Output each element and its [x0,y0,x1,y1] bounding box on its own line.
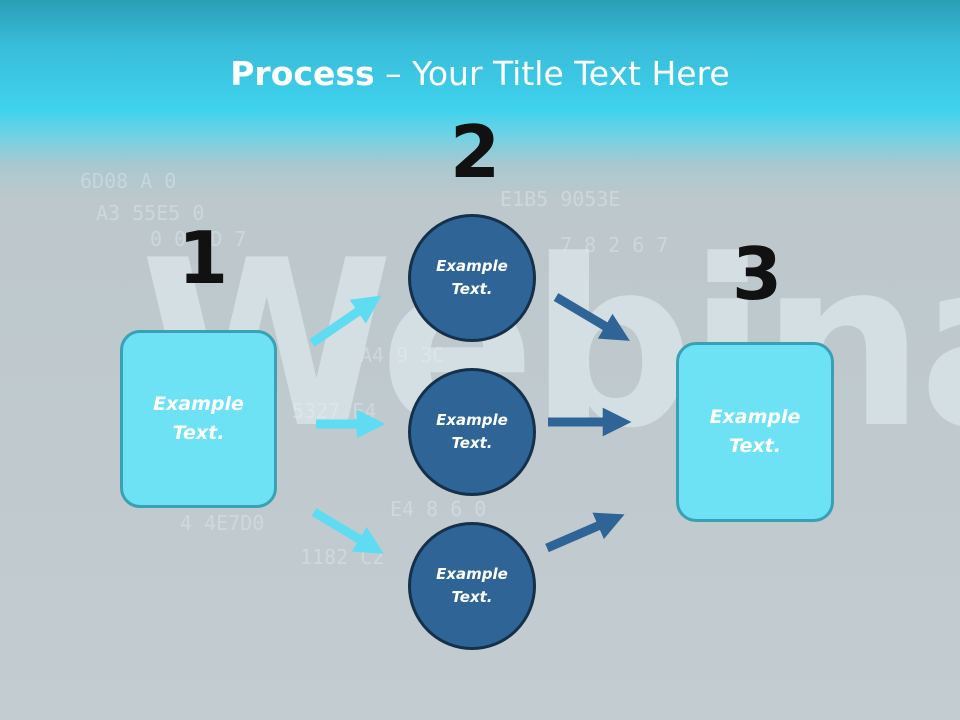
step-2-node-top-label: Example Text. [436,257,508,298]
step-number-2: 2 [450,110,501,194]
background-digits-2: A3 55E5 0 [96,201,205,225]
slide-title-bold: Process [230,54,375,93]
step-number-3: 3 [732,232,783,316]
arrow-1-to-bottom-node [311,508,384,554]
step-3-box: Example Text. [676,342,834,522]
step-3-label: Example Text. [709,406,801,457]
slide-title-rest: – Your Title Text Here [374,54,730,93]
slide-title: Process – Your Title Text Here [0,54,960,93]
step-2-node-middle: Example Text. [408,368,536,496]
step-2-node-bottom-label: Example Text. [436,565,508,606]
background-digits-3: 0 0 6D 7 [150,227,247,251]
background-digits-10: E4 8 6 0 [390,497,487,521]
background-digits-5: 7 8 2 6 7 [560,233,669,257]
arrow-bottom-node-to-3 [545,512,625,553]
arrow-1-to-top-node [309,295,382,347]
background-digits-4: E1B5 9053E [500,187,621,211]
background-digits-6: A4 9 3C [360,343,445,367]
step-2-node-bottom: Example Text. [408,522,536,650]
background-digits-1: 6D08 A 0 [80,169,177,193]
step-2-node-top: Example Text. [408,214,536,342]
step-1-box: Example Text. [120,330,277,508]
step-2-node-middle-label: Example Text. [436,411,508,452]
step-number-1: 1 [178,216,229,300]
arrow-top-node-to-3 [553,293,630,341]
step-1-label: Example Text. [153,393,244,444]
background-digits-8: 4 4E7D0 [180,511,265,535]
